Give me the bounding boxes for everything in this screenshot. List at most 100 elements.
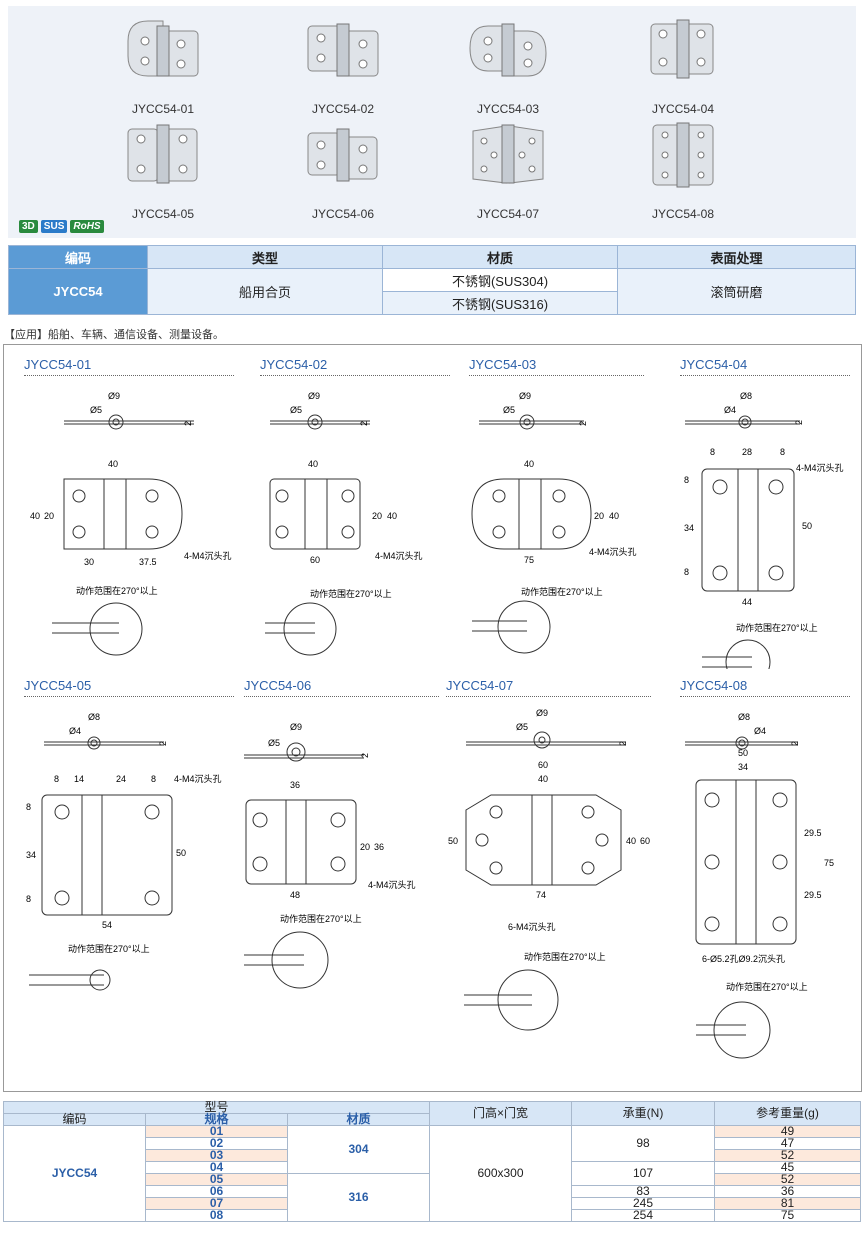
hole-note: 4-M4沉头孔: [375, 551, 423, 561]
hole-note: 4-M4沉头孔: [796, 463, 844, 473]
dim-w-b: 28: [742, 447, 752, 457]
photo-gallery: JYCC54-01 JYCC54-02 JYCC54-03: [8, 6, 856, 238]
title-underline: [680, 696, 850, 697]
dim-w-total: 44: [742, 597, 752, 607]
photo-03[interactable]: JYCC54-03: [433, 16, 583, 116]
title-underline: [260, 375, 450, 376]
title-underline: [446, 696, 651, 697]
dim-w-total: 50: [738, 748, 748, 758]
title-underline: [469, 375, 644, 376]
rot-note: 动作范围在270°以上: [521, 586, 603, 597]
dim-inner: Ø4: [754, 726, 766, 736]
application-note: 【应用】船舶、车辆、通信设备、测量设备。: [4, 329, 224, 341]
photo-01[interactable]: JYCC54-01: [88, 16, 238, 116]
header-code: 编码: [3, 1113, 146, 1126]
dim-h-total: 36: [374, 842, 384, 852]
spec-type: 船用合页: [147, 268, 383, 315]
spec-cell: 04: [145, 1161, 288, 1174]
drawings-panel: JYCC54-01 Ø9 Ø5 2 40 40 20 30 37.5 4-M4沉…: [3, 344, 862, 1092]
rot-note: 动作范围在270°以上: [310, 588, 392, 599]
material-316: 316: [287, 1173, 430, 1222]
spec-header-surface: 表面处理: [617, 245, 856, 269]
dim-w-bottom: 74: [536, 890, 546, 900]
hole-note: 4-M4沉头孔: [184, 551, 232, 561]
hinge-drawing: Ø9 Ø5 2 40 40 20 75 4-M4沉头孔 动作范围在270°以上: [471, 391, 637, 654]
rot-note: 动作范围在270°以上: [280, 913, 362, 924]
dim-thickness: 2: [360, 753, 370, 758]
dim-inner: Ø5: [503, 405, 515, 415]
header-weight: 参考重量(g): [714, 1101, 861, 1126]
dim-w-total: 60: [310, 555, 320, 565]
badge-row: 3D SUS RoHS: [19, 220, 104, 233]
photo-04[interactable]: JYCC54-04: [608, 16, 758, 116]
dim-h-total: 40: [30, 511, 40, 521]
dim-inner: Ø5: [268, 738, 280, 748]
dim-thickness: 2: [359, 421, 369, 426]
dim-outer: Ø9: [290, 722, 302, 732]
product-header: JYCC54-01 JYCC54-02 JYCC54-03: [0, 0, 864, 318]
dim-h-left: 50: [448, 836, 458, 846]
dim-h-b: 29.5: [804, 890, 822, 900]
photo-label: JYCC54-04: [651, 102, 715, 116]
weight-cell: 52: [714, 1149, 861, 1162]
dim-h-total: 75: [824, 858, 834, 868]
dim-h-hole: 20: [44, 511, 54, 521]
dim-h-a: 29.5: [804, 828, 822, 838]
drawing-06: JYCC54-06 Ø9 Ø5 2 36 20 36 48 4-M4沉头孔 动作…: [244, 678, 444, 1078]
dim-w-hole: 40: [308, 459, 318, 469]
hinge-drawing: Ø8 Ø4 2 50 34 29.5 29.5 75 6-Ø5.2孔Ø9.2沉头…: [685, 712, 834, 1059]
dim-h-hole: 20: [372, 511, 382, 521]
dim-h-c: 8: [684, 567, 689, 577]
dim-thickness: 2: [794, 420, 804, 425]
load-107: 107: [571, 1161, 715, 1186]
dim-w-d: 8: [151, 774, 156, 784]
material-304: 304: [287, 1125, 430, 1174]
dim-w-hole: 34: [738, 762, 748, 772]
dim-thickness: 2: [790, 741, 800, 746]
hole-note: 4-M4沉头孔: [174, 774, 222, 784]
dim-h-c: 8: [26, 894, 31, 904]
photo-02[interactable]: JYCC54-02: [268, 16, 418, 116]
photo-06[interactable]: JYCC54-06: [268, 121, 418, 221]
rot-note: 动作范围在270°以上: [524, 951, 606, 962]
dim-h-a: 8: [26, 802, 31, 812]
hinge-drawing: Ø9 Ø5 2 60 40 50 40 60 74 6-M4沉头孔 动作范围在2…: [448, 708, 650, 1031]
dim-w-a: 8: [710, 447, 715, 457]
dim-w-right: 37.5: [139, 557, 157, 567]
photo-07[interactable]: JYCC54-07: [433, 121, 583, 221]
hole-note: 6-M4沉头孔: [508, 922, 556, 932]
spec-header-code: 编码: [8, 245, 148, 269]
photo-05[interactable]: JYCC54-05: [88, 121, 238, 221]
dim-h-hole: 20: [360, 842, 370, 852]
hinge-photo-icon: [307, 128, 378, 182]
spec-cell: 08: [145, 1209, 288, 1222]
dim-outer: Ø9: [308, 391, 320, 401]
spec-surface: 滚筒研磨: [617, 268, 856, 315]
photo-label: JYCC54-06: [311, 207, 375, 221]
load-254: 254: [571, 1209, 715, 1222]
dim-h-total: 50: [802, 521, 812, 531]
spec-cell: 07: [145, 1197, 288, 1210]
dim-inner: Ø5: [516, 722, 528, 732]
weight-cell: 49: [714, 1125, 861, 1138]
drawing-04: JYCC54-04 Ø8 Ø4 2 8 28 8 8 34 8 50 44 4-…: [680, 357, 855, 677]
header-load: 承重(N): [571, 1101, 715, 1126]
dim-h-hole: 40: [626, 836, 636, 846]
dim-outer: Ø8: [738, 712, 750, 722]
spec-material-2: 不锈钢(SUS316): [382, 291, 618, 315]
drawing-title: JYCC54-08: [680, 678, 748, 693]
size-cell: 600x300: [429, 1125, 572, 1222]
photo-label: JYCC54-01: [131, 102, 195, 116]
photo-08[interactable]: JYCC54-08: [608, 121, 758, 221]
hole-note: 6-Ø5.2孔Ø9.2沉头孔: [702, 954, 785, 964]
load-98: 98: [571, 1125, 715, 1162]
dim-outer: Ø8: [740, 391, 752, 401]
3d-badge[interactable]: 3D: [19, 220, 38, 233]
hinge-drawing: Ø8 Ø4 2 8 28 8 8 34 8 50 44 4-M4沉头孔 动作范围…: [684, 391, 844, 669]
dim-h-b: 34: [26, 850, 36, 860]
dim-h-a: 8: [684, 475, 689, 485]
spec-table: 编码 类型 材质 表面处理 JYCC54 船用合页 不锈钢(SUS304) 滚筒…: [8, 245, 856, 315]
photo-label: JYCC54-05: [131, 207, 195, 221]
dim-h-hole: 20: [594, 511, 604, 521]
hinge-photo-icon: [127, 20, 199, 77]
